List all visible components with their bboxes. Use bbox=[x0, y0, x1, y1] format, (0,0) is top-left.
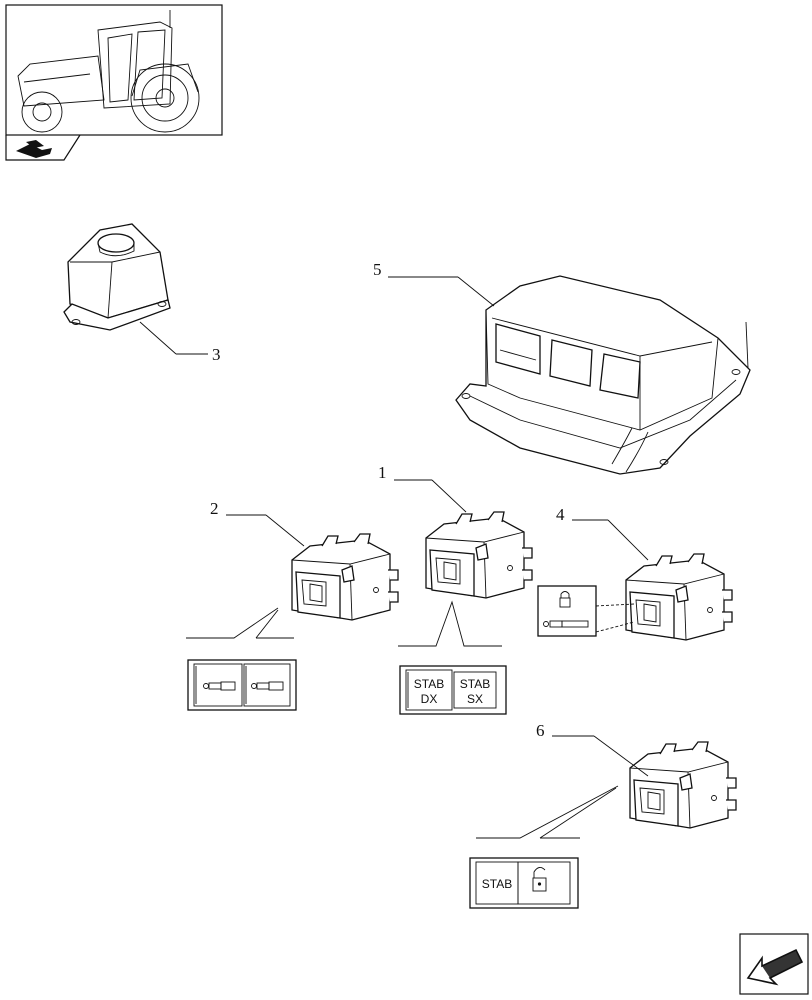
plate-stab-dx-line2: DX bbox=[421, 692, 438, 706]
part-6-switch bbox=[629, 741, 737, 829]
plate-switch-1: STAB DX STAB SX bbox=[399, 665, 507, 715]
part-3-cover bbox=[63, 223, 171, 331]
callout-3: 3 bbox=[212, 345, 221, 364]
book-icon bbox=[16, 140, 52, 158]
switch-6-link-b bbox=[539, 787, 617, 839]
switch-2-link-a bbox=[186, 607, 279, 639]
part-5-cab-housing bbox=[455, 275, 751, 475]
plate-stab-sx-line2: SX bbox=[467, 692, 483, 706]
switch-1-link bbox=[398, 600, 502, 647]
padlock-label bbox=[537, 585, 635, 637]
leader-1 bbox=[431, 479, 467, 513]
switch-6-link-a bbox=[476, 785, 619, 839]
plate-switch-2 bbox=[187, 659, 297, 711]
part-2-switch bbox=[291, 533, 399, 621]
callout-4: 4 bbox=[556, 505, 565, 524]
cylinder-icon bbox=[543, 620, 589, 628]
cylinder-icon bbox=[203, 681, 236, 691]
arrow-icon bbox=[746, 948, 804, 986]
next-page-nav[interactable] bbox=[739, 933, 809, 995]
callout-6: 6 bbox=[536, 721, 545, 740]
tractor-thumbnail bbox=[5, 4, 223, 136]
callout-2: 2 bbox=[210, 499, 219, 518]
leader-6 bbox=[593, 735, 649, 777]
leader-5 bbox=[457, 276, 495, 307]
unlock-icon bbox=[532, 867, 547, 892]
plate-stab-dx-line1: STAB bbox=[414, 677, 444, 691]
leader-2 bbox=[265, 514, 305, 547]
tractor-icon bbox=[17, 10, 200, 133]
switch-2-link-b bbox=[255, 609, 294, 639]
part-4-switch bbox=[625, 553, 733, 641]
callout-1: 1 bbox=[378, 463, 387, 482]
book-icon-tab bbox=[5, 134, 81, 161]
leader-4 bbox=[607, 519, 649, 561]
callout-5: 5 bbox=[373, 260, 382, 279]
padlock-icon bbox=[559, 591, 571, 608]
leader-3 bbox=[139, 321, 177, 355]
plate-stab-label: STAB bbox=[482, 877, 512, 891]
plate-switch-6: STAB bbox=[469, 857, 579, 909]
plate-stab-sx-line1: STAB bbox=[460, 677, 490, 691]
part-1-switch bbox=[425, 511, 533, 599]
cylinder-icon bbox=[251, 681, 284, 691]
